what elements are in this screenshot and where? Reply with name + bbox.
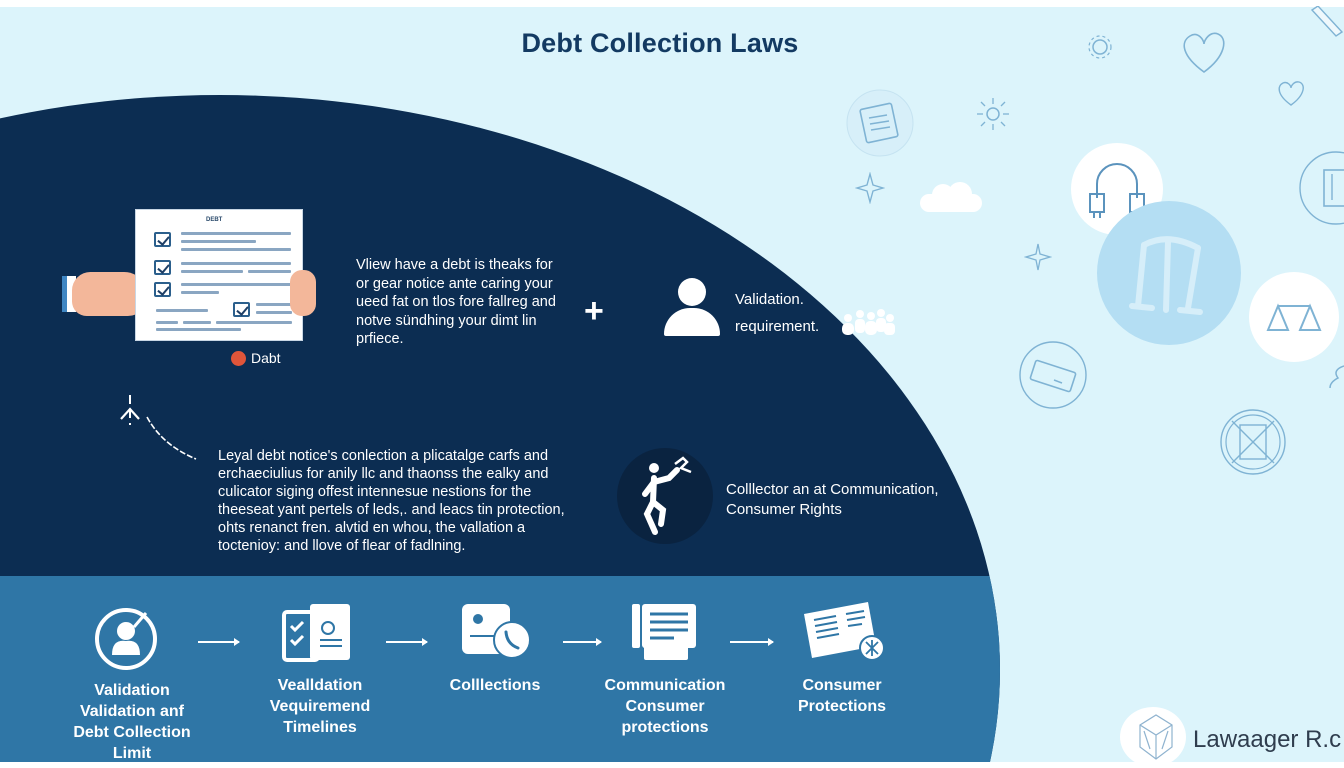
legal-paragraph: Leyal debt notice's conlection a plicata…: [218, 448, 565, 554]
cloud-icon: [920, 182, 982, 212]
flow-step-5: Consumer Protections: [797, 677, 886, 715]
flow-step-3: Colllections: [449, 677, 541, 694]
brand-logo-circle: [1120, 707, 1186, 767]
flow-step-1: Validation Validation anf Debt Collectio…: [73, 682, 191, 762]
people-group-icon: [842, 309, 895, 335]
intro-paragraph: Vliew have a debt is theaks for or gear …: [356, 257, 556, 347]
collector-label: Colllector an at Communication, Consumer…: [726, 481, 939, 518]
collector-icon-circle: [617, 448, 713, 544]
brand-name: Lawaager R.c: [1193, 726, 1342, 753]
small-heart-icon: [1278, 81, 1304, 106]
clipboard-icon: [846, 89, 914, 157]
polyhedron-logo-icon: [1139, 714, 1173, 760]
document-circle-icon: [1299, 151, 1344, 225]
sparkle-small-icon: [1024, 243, 1052, 271]
scale-icon: [1249, 272, 1339, 362]
flow-arrow-icon: [730, 638, 774, 646]
checkbox-icon: [154, 232, 171, 247]
person-icon: [664, 278, 722, 338]
right-hand: [290, 270, 316, 316]
curved-arrow-icon: [120, 395, 197, 460]
debt-document: DEBT: [135, 209, 303, 341]
squiggle-icon: [1329, 365, 1344, 389]
validation-person-icon: [95, 608, 157, 670]
plus-icon: +: [584, 292, 604, 330]
top-border: [0, 0, 1344, 7]
flow-arrow-icon: [563, 638, 602, 646]
flow-arrow-icon: [386, 638, 428, 646]
scale-of-justice-large-icon: [1097, 201, 1241, 345]
checklist-document-icon: [282, 604, 350, 662]
bottom-border: [0, 762, 1344, 768]
pencil-icon: [1310, 6, 1344, 37]
document-icon: [632, 604, 696, 660]
document-title: DEBT: [206, 217, 223, 223]
sparkle-icon: [855, 172, 885, 204]
collector-person-icon: [642, 456, 692, 535]
checkbox-icon: [154, 282, 171, 297]
flow-arrow-icon: [198, 638, 240, 646]
flow-step-4: Communication Consumer protections: [604, 677, 726, 736]
page-title: Debt Collection Laws: [521, 28, 799, 58]
phone-card-icon: [462, 604, 531, 659]
flow-step-2: Vealldation Vequiremend Timelines: [269, 677, 371, 736]
credit-card-icon: [1019, 341, 1087, 409]
checkbox-icon: [233, 302, 250, 317]
checkbox-icon: [154, 260, 171, 275]
gear-icon: [1088, 35, 1112, 59]
legal-papers-icon: [804, 602, 885, 661]
alert-dot-icon: [231, 350, 246, 366]
validation-label-1: Validation.: [735, 291, 804, 308]
sun-icon: [977, 98, 1009, 130]
debt-label: Dabt: [231, 350, 281, 366]
shield-x-icon: [1220, 409, 1286, 475]
heart-icon: [1183, 32, 1225, 73]
validation-label-2: requirement.: [735, 318, 820, 335]
